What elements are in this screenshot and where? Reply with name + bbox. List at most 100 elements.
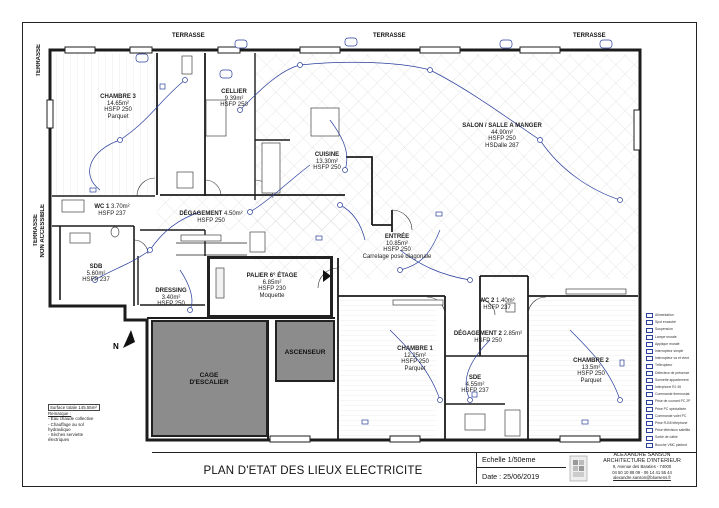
floor-tiling — [55, 53, 638, 438]
plan-scale: Echelle 1/50eme — [476, 453, 566, 467]
legend-symbol-icon — [646, 385, 653, 391]
fixtures — [61, 55, 627, 437]
remarks-title: Remarque : — [48, 411, 71, 417]
room-name: CUISINE — [314, 152, 340, 158]
architect-name: ALEXANDRE SANSON — [613, 452, 671, 458]
room-name: SALON / SALLE A MANGER — [462, 123, 542, 129]
legend-symbol-icon — [646, 377, 653, 383]
room-height: HSFP 250 — [104, 107, 132, 114]
room-height: HSFP 250 — [577, 371, 605, 378]
drawing-frame — [22, 22, 697, 487]
architect-address: 9, Avenue des Baraties - 74000 — [612, 464, 672, 470]
room-name: SDB — [89, 264, 103, 270]
legend-symbol-icon — [646, 313, 653, 319]
room-name: CHAMBRE 3 — [100, 94, 136, 100]
terrace-top-right: TERRASSE — [573, 33, 606, 39]
room-area: 44.90m² — [490, 129, 513, 136]
legend-label: Interrupteur va et vient — [655, 356, 689, 361]
remark-item: - Chauffage au sol hydraulique — [48, 421, 84, 432]
room-area: 13.5m² — [581, 364, 601, 371]
electrical-wiring — [89, 61, 621, 401]
walls — [48, 48, 642, 442]
legend-item: Alimentation — [646, 312, 696, 319]
legend-item: Bouche VMC plafond — [646, 442, 696, 449]
room-name: SDE — [468, 375, 482, 381]
room-name: ENTRÉE — [384, 234, 410, 240]
remark-item: - Eau chaude collective — [48, 416, 94, 422]
legend-label: Sonnette appartement — [655, 377, 689, 382]
remark-item: - Sèches serviette électriques — [48, 432, 84, 443]
room-height: HSFP 237 — [483, 304, 511, 311]
legend-item: Prise télévision satellite — [646, 427, 696, 434]
legend-symbol-icon — [646, 399, 653, 405]
legend-label: Prise télévision satellite — [655, 428, 691, 433]
room-name: WC 1 — [94, 204, 110, 210]
room-height: HSFP 250 — [383, 247, 411, 254]
room-height: HSFP 250 — [220, 102, 248, 109]
legend-item: Prise PC spécialisée — [646, 406, 696, 413]
legend-item: Télérupteur — [646, 362, 696, 369]
room-area: 3.70m² — [110, 204, 130, 210]
legend-item: Prise de courant PC 2P — [646, 398, 696, 405]
architect-info: ALEXANDRE SANSON ARCHITECTURE D'INTERIEU… — [588, 452, 696, 481]
room-area: 4.55m² — [465, 381, 485, 388]
terrace-top-left: TERRASSE — [172, 33, 205, 39]
room-name: PALIER 6° ÉTAGE — [246, 273, 298, 279]
legend-symbol-icon — [646, 341, 653, 347]
legend-item: Suspension — [646, 326, 696, 333]
room-floor: HSDalle 287 — [485, 142, 519, 149]
room-area: 13.30m² — [315, 158, 339, 165]
terrace-left-top: TERRASSE — [36, 44, 42, 77]
elevator-shaft — [275, 320, 335, 382]
stair-cage — [151, 320, 268, 437]
legend-symbol-icon — [646, 442, 653, 448]
room-name: WC 2 — [479, 298, 495, 304]
legend-symbol-icon — [646, 349, 653, 355]
room-height: HSFP 250 — [313, 165, 341, 172]
notes-box: Surface totale 145.55m² Remarque : - Eau… — [48, 404, 100, 442]
legend-item: Commande volet PC — [646, 413, 696, 420]
room-floor: Parquet — [107, 113, 129, 120]
terrace-left-mid: TERRASSE — [33, 214, 39, 247]
north-label: N — [113, 342, 119, 351]
legend-label: Interphone RJ 45 — [655, 385, 682, 390]
architect-role: ARCHITECTURE D'INTERIEUR — [603, 458, 681, 465]
legend-label: Suspension — [655, 327, 673, 332]
legend-label: Commande thermostat — [655, 392, 690, 397]
legend-item: Commande thermostat — [646, 391, 696, 398]
legend-item: Interrupteur simple — [646, 348, 696, 355]
legend-item: Détecteur de présence — [646, 370, 696, 377]
room-height: HSFP 230 — [258, 286, 286, 293]
room-height: HSFP 250 — [401, 359, 429, 366]
legend-item: Lampe murale — [646, 334, 696, 341]
legend-label: Applique murale — [655, 341, 680, 346]
architect-logo — [569, 455, 588, 482]
legend-symbol-icon — [646, 356, 653, 362]
terrace-left-mid-2: NON ACCESSIBLE — [40, 204, 46, 258]
elevator-label: ASCENSEUR — [284, 349, 326, 356]
legend-label: Spot encastré — [655, 320, 676, 325]
room-area: 3.40m² — [161, 294, 181, 301]
legend-symbol-icon — [646, 334, 653, 340]
terrace-top-mid: TERRASSE — [373, 33, 406, 39]
room-height: HSFP 237 — [98, 210, 126, 217]
room-height: HSFP 250 — [197, 217, 225, 224]
room-area: 14.65m² — [106, 100, 130, 107]
room-name: CHAMBRE 2 — [573, 358, 609, 364]
legend-symbol-icon — [646, 363, 653, 369]
